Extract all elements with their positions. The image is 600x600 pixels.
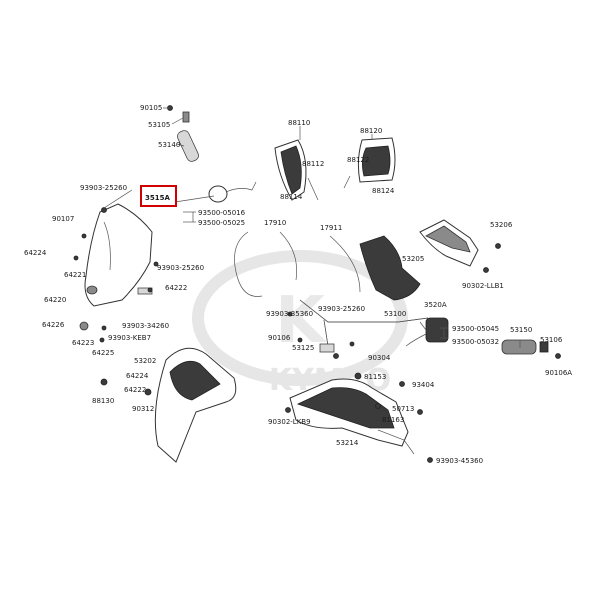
label-93903-KEB7: 93903-KEB7 bbox=[108, 334, 151, 342]
label-3515A: 3515A bbox=[145, 194, 170, 202]
label-64224-low: 64224 bbox=[126, 372, 149, 380]
label-90106: 90106 bbox=[268, 334, 291, 342]
handlebar-clamp-53125 bbox=[319, 343, 335, 353]
label-81163: 81163 bbox=[382, 416, 404, 424]
label-93903-45360: 93903-45360 bbox=[436, 457, 483, 465]
label-64220: 64220 bbox=[44, 296, 66, 304]
label-88124: 88124 bbox=[372, 187, 395, 195]
label-53206: 53206 bbox=[490, 221, 513, 229]
label-53202: 53202 bbox=[134, 357, 156, 365]
label-53100: 53100 bbox=[384, 310, 406, 318]
windscreen-64220 bbox=[84, 203, 153, 307]
front-cover-53202 bbox=[154, 347, 237, 463]
watermark-ring bbox=[192, 250, 408, 386]
label-53214: 53214 bbox=[336, 439, 359, 447]
label-93500-05016: 93500-05016 bbox=[198, 209, 246, 217]
label-17910: 17910 bbox=[264, 219, 286, 227]
label-64222: 64222 bbox=[165, 284, 187, 292]
label-88114: 88114 bbox=[280, 193, 303, 201]
cover-53205 bbox=[359, 235, 421, 301]
label-93500-05032: 93500-05032 bbox=[452, 338, 499, 346]
label-90106A: 90106A bbox=[545, 369, 572, 377]
label-93903-35360: 93903-35360 bbox=[266, 310, 313, 318]
fasteners-right bbox=[285, 243, 501, 463]
label-93500-05025: 93500-05025 bbox=[198, 219, 245, 227]
fasteners-left bbox=[73, 207, 159, 396]
label-88120: 88120 bbox=[360, 127, 382, 135]
label-53106: 53106 bbox=[540, 336, 563, 344]
label-88130: 88130 bbox=[92, 397, 114, 405]
label-93903-25260-mid: 93903-25260 bbox=[157, 264, 204, 272]
label-64225: 64225 bbox=[92, 349, 114, 357]
label-90107: 90107 bbox=[52, 215, 74, 223]
grip-end-53105 bbox=[182, 111, 190, 123]
label-50713: 50713 bbox=[392, 405, 414, 413]
label-93903-25260-bar: 93903-25260 bbox=[318, 305, 365, 313]
label-81153: 81153 bbox=[364, 373, 386, 381]
label-3520A: 3520A bbox=[424, 301, 447, 309]
label-93903-34260: 93903-34260 bbox=[122, 322, 169, 330]
label-53140: 53140 bbox=[158, 141, 180, 149]
throttle-cables-17910-17911 bbox=[234, 231, 361, 297]
label-88112: 88112 bbox=[302, 160, 324, 168]
label-53150: 53150 bbox=[510, 326, 532, 334]
cover-53206 bbox=[419, 219, 479, 267]
label-64223: 64223 bbox=[72, 339, 94, 347]
label-64226: 64226 bbox=[42, 321, 65, 329]
screw-90106A bbox=[555, 353, 561, 359]
windscreen-bracket-64221 bbox=[86, 285, 98, 295]
label-53105: 53105 bbox=[148, 121, 170, 129]
throttle-grip-group bbox=[167, 105, 257, 203]
mirror-right-88120 bbox=[343, 137, 396, 189]
highlight-box-3515A bbox=[140, 185, 177, 207]
right-grip-53150 bbox=[501, 339, 561, 359]
label-90105: 90105 bbox=[140, 104, 162, 112]
mirror-left-88110 bbox=[274, 139, 319, 201]
label-90302-LLB1: 90302-LLB1 bbox=[462, 282, 504, 290]
label-93404: 93404 bbox=[412, 381, 435, 389]
label-64222-low: 64222 bbox=[124, 386, 146, 394]
label-64224-top: 64224 bbox=[24, 249, 47, 257]
right-switch-3520A bbox=[405, 317, 449, 347]
leader-lines bbox=[103, 107, 521, 348]
part-labels: 90105 53105 53140 88110 88112 88114 8812… bbox=[24, 104, 572, 465]
label-90302-LKB9: 90302-LKB9 bbox=[268, 418, 311, 426]
label-88110: 88110 bbox=[288, 119, 310, 127]
throttle-grip-53140 bbox=[177, 130, 199, 162]
handlebar-53100 bbox=[299, 299, 429, 353]
inner-cover-53214 bbox=[289, 378, 415, 455]
watermark-k: K bbox=[275, 284, 327, 358]
label-93500-05045: 93500-05045 bbox=[452, 325, 499, 333]
label-53205: 53205 bbox=[402, 255, 424, 263]
label-93903-25260-top: 93903-25260 bbox=[80, 184, 127, 192]
label-17911: 17911 bbox=[320, 224, 342, 232]
throttle-cable bbox=[225, 181, 257, 193]
label-90312: 90312 bbox=[132, 405, 154, 413]
label-53125: 53125 bbox=[292, 344, 314, 352]
grip-end-53106 bbox=[539, 341, 549, 353]
throttle-housing bbox=[208, 185, 228, 203]
label-64221: 64221 bbox=[64, 271, 86, 279]
label-88122: 88122 bbox=[347, 156, 369, 164]
label-90304: 90304 bbox=[368, 354, 391, 362]
